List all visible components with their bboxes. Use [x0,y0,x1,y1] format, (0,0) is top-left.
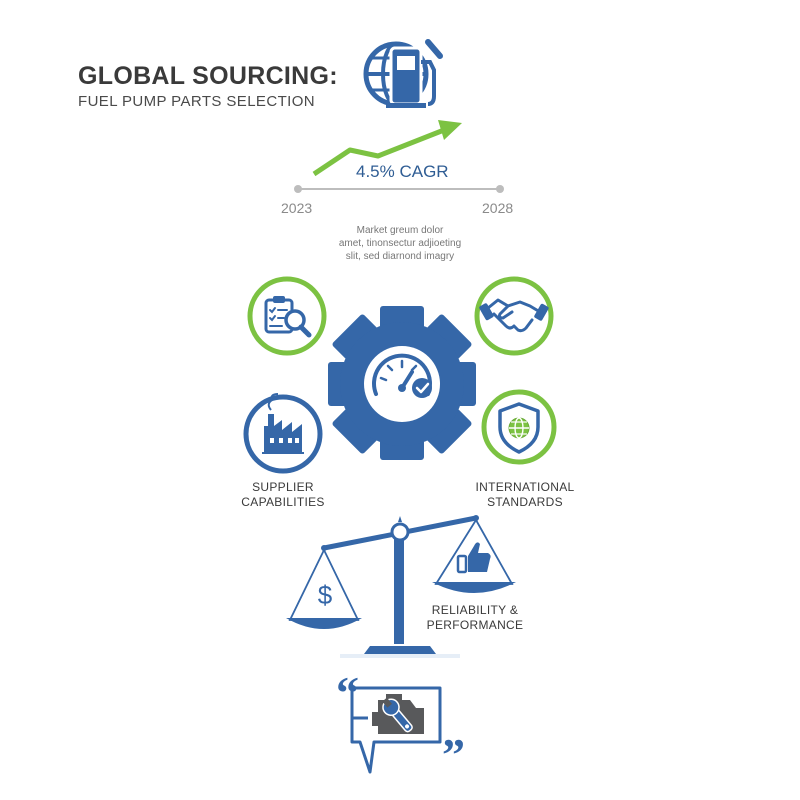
standards-label-line: INTERNATIONAL [475,480,575,494]
globe-fuel-pump-icon [363,39,443,108]
shield-globe-icon [481,389,557,465]
timeline [294,185,504,193]
growth-arrow-icon [312,120,462,177]
start-year-label: 2023 [281,200,313,216]
supplier-label-line: SUPPLIER [252,480,314,494]
dollar-icon: $ [317,580,333,610]
supplier-label-line: CAPABILITIES [241,495,325,509]
factory-icon [243,393,323,474]
market-note-line: Market greum dolor [356,225,444,236]
svg-text:”: ” [442,729,465,780]
checklist-search-icon [247,276,327,356]
international-standards-label: INTERNATIONAL STANDARDS [462,480,588,510]
growth-rate-label: 4.5% CAGR [356,162,449,181]
handshake-icon [474,276,554,356]
market-note-line: slit, sed diarnond imagry [345,251,455,262]
market-note: Market greum dolor amet, tinonsectur adj… [320,224,480,263]
page-title: GLOBAL SOURCING: [78,62,338,90]
market-note-line: amet, tinonsectur adjioeting [338,238,462,249]
gear-icon [328,306,476,460]
end-year-label: 2028 [482,200,514,216]
svg-text:“: “ [336,667,359,718]
reliability-label-line: RELIABILITY & [431,603,519,617]
reliability-label-line: PERFORMANCE [426,618,524,632]
feedback-speech-bubble-icon: “ ” [336,667,465,780]
balance-scale-icon [286,515,516,658]
supplier-capabilities-label: SUPPLIER CAPABILITIES [223,480,343,510]
reliability-performance-label: RELIABILITY & PERFORMANCE [420,603,530,633]
standards-label-line: STANDARDS [487,495,563,509]
page-subtitle: FUEL PUMP PARTS SELECTION [78,93,315,110]
